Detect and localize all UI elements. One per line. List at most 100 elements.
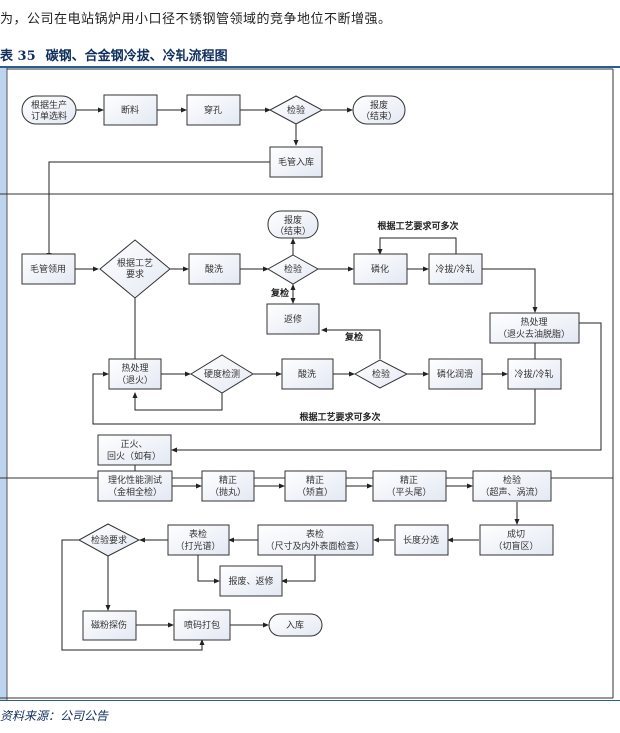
- node-start-select-material: 根据生产 订单选料: [21, 95, 77, 125]
- node-pickling-1: 酸洗: [188, 253, 241, 285]
- source-note: 资料来源：公司公告: [0, 709, 109, 723]
- node-label: 喷码打包: [184, 619, 220, 631]
- node-finish-straighten: 精正 （矫直）: [284, 470, 347, 502]
- node-repair: 返修: [266, 303, 320, 335]
- node-mark-pack: 喷码打包: [173, 609, 231, 641]
- connector: [61, 539, 205, 651]
- node-store-end: 入库: [268, 613, 323, 637]
- node-label: 报废: [284, 214, 302, 226]
- node-ultrasonic-eddy-inspect: 检验 （超声、涡流）: [472, 470, 552, 502]
- node-magnetic-particle-test: 磁粉探伤: [82, 610, 137, 641]
- node-label: 断料: [121, 104, 139, 116]
- node-phosphating-lubrication: 磷化润滑: [428, 358, 483, 390]
- node-inspection-requirement: 检验要求: [77, 523, 141, 557]
- node-label: 检验: [503, 474, 521, 486]
- node-label: 理化性能测试: [108, 474, 162, 486]
- connector: [281, 555, 316, 584]
- node-label: 精正: [219, 474, 237, 486]
- node-label: 检验: [372, 368, 390, 380]
- node-label: （平头尾）: [386, 487, 431, 498]
- node-label: 酸洗: [298, 368, 316, 380]
- node-cut: 断料: [103, 94, 158, 126]
- connectors: [46, 107, 602, 651]
- node-heat-treat-degrease: 热处理 （退火去油脱脂）: [489, 312, 580, 344]
- node-label: 检验: [284, 263, 302, 275]
- node-label: 检验要求: [91, 534, 127, 546]
- node-label: 表检: [189, 528, 207, 540]
- node-normalize-temper: 正火、 回火（如有）: [97, 434, 172, 466]
- label-repeat-top: 根据工艺要求可多次: [377, 220, 458, 232]
- node-label: 冷拔/冷轧: [435, 263, 474, 275]
- figure-title: 表 35 碳钢、合金钢冷拔、冷轧流程图: [0, 45, 228, 64]
- node-label: 毛管领用: [30, 263, 66, 275]
- node-label: 穿孔: [204, 104, 222, 116]
- connector: [46, 161, 270, 259]
- node-inspect-1: 检验: [268, 95, 324, 125]
- node-label: 检验: [287, 104, 305, 116]
- node-label: （打光谱）: [175, 540, 220, 552]
- node-label: 成切: [507, 528, 525, 540]
- label-recheck-2: 复检: [344, 331, 363, 343]
- node-label: （尺寸及内外表面检查）: [265, 540, 364, 552]
- connector: [321, 327, 381, 359]
- node-physical-test: 理化性能测试 （金相全检）: [97, 470, 173, 502]
- connector: [171, 322, 602, 453]
- bottom-rule: [0, 700, 620, 701]
- node-finish-shot-blast: 精正 （抛丸）: [201, 470, 255, 502]
- node-label: （抛丸）: [210, 486, 246, 498]
- node-label: 回火（如有）: [107, 450, 161, 462]
- intro-text: 为，公司在电站锅炉用小口径不锈钢管领域的竞争地位不断增强。: [0, 12, 392, 27]
- node-cold-draw-roll-2: 冷拔/冷轧: [507, 358, 562, 390]
- flowchart: 根据生产 订单选料 断料 穿孔 检验 报废 （结束） 毛管入库 毛管领用 根据工…: [0, 68, 614, 700]
- node-label: 正火、: [120, 439, 147, 450]
- connector: [197, 555, 220, 584]
- node-label: （金相全检）: [108, 486, 162, 498]
- node-label: 表检: [306, 528, 324, 540]
- node-label: 要求: [126, 268, 144, 280]
- node-length-sort: 长度分选: [394, 524, 449, 556]
- node-label: 入库: [286, 619, 304, 631]
- node-label: 订单选料: [31, 110, 67, 122]
- node-label: 酸洗: [205, 263, 223, 275]
- node-label: 磷化润滑: [437, 368, 473, 380]
- lane-bar: [0, 68, 7, 700]
- node-scrap-end-1: 报废 （结束）: [352, 95, 406, 125]
- node-label: 热处理: [520, 316, 547, 328]
- node-label: 热处理: [121, 362, 148, 374]
- node-surface-check-dimension: 表检 （尺寸及内外表面检查）: [257, 524, 374, 556]
- label-repeat-bottom: 根据工艺要求可多次: [299, 411, 380, 423]
- connector: [482, 268, 538, 313]
- node-label: 根据工艺: [117, 257, 153, 269]
- node-label: 精正: [400, 474, 418, 486]
- node-label: （结束）: [275, 225, 311, 237]
- figure-number: 表 35: [0, 49, 36, 64]
- connector: [377, 237, 457, 255]
- node-finish-end-facing: 精正 （平头尾）: [372, 470, 447, 502]
- figure-title-text: 碳钢、合金钢冷拔、冷轧流程图: [45, 49, 228, 64]
- node-label: 磁粉探伤: [91, 619, 127, 631]
- node-label: （结束）: [361, 110, 397, 122]
- connector: [132, 392, 223, 411]
- node-phosphating: 磷化: [353, 253, 408, 285]
- node-label: （退火）: [117, 375, 153, 386]
- node-hardness-test: 硬度检测: [190, 354, 254, 394]
- node-pierce: 穿孔: [186, 94, 241, 126]
- node-label: （矫直）: [297, 486, 333, 498]
- node-label: 毛管入库: [278, 156, 314, 168]
- top-rule: [0, 66, 620, 68]
- node-label: 报废: [370, 99, 388, 111]
- node-label: （退火去油脱脂）: [498, 328, 570, 340]
- node-raw-tube-storage: 毛管入库: [269, 146, 323, 178]
- node-raw-tube-take: 毛管领用: [21, 253, 76, 285]
- node-process-requirement: 根据工艺 要求: [99, 239, 171, 299]
- node-label: 返修: [284, 313, 302, 325]
- node-label: 根据生产: [31, 99, 67, 111]
- label-recheck-1: 复检: [270, 287, 289, 299]
- node-label: 硬度检测: [204, 368, 240, 380]
- node-inspect-3: 检验: [353, 359, 409, 389]
- connector: [92, 371, 536, 425]
- node-label: 报废、返修: [228, 575, 273, 587]
- node-scrap-repair: 报废、返修: [219, 565, 283, 597]
- node-label: 长度分选: [403, 534, 439, 546]
- node-cold-draw-roll-1: 冷拔/冷轧: [428, 253, 483, 285]
